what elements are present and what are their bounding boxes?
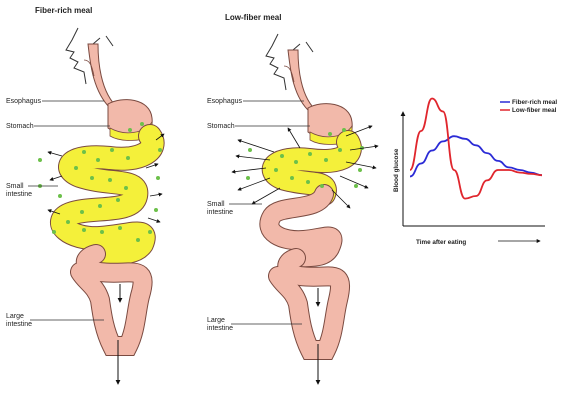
label-esophagus-left: Esophagus [6, 98, 42, 105]
label-large-intestine-1-middle: Large [207, 317, 225, 324]
legend-label-1: Low-fiber meal [512, 107, 557, 114]
esophagus-left [88, 44, 118, 108]
blood-glucose-chart: Blood glucose Time after eating Fiber-ri… [393, 99, 557, 247]
series-line-fiber-rich [410, 136, 542, 176]
label-stomach-middle: Stomach [207, 123, 235, 130]
label-small-intestine-2-left: intestine [6, 191, 32, 198]
label-large-intestine-2-middle: intestine [207, 325, 233, 332]
low-fiber-title: Low-fiber meal [225, 13, 281, 22]
label-small-intestine-1-left: Small [6, 183, 24, 190]
label-stomach-left: Stomach [6, 123, 34, 130]
esophagus-middle [288, 50, 318, 112]
low-fiber-panel: Low-fiber meal [207, 13, 378, 384]
fiber-rich-title: Fiber-rich meal [35, 6, 92, 15]
legend-label-0: Fiber-rich meal [512, 99, 557, 106]
fiber-rich-panel: Fiber-rich meal [6, 6, 164, 384]
chart-xlabel: Time after eating [416, 239, 466, 246]
label-small-intestine-1-middle: Small [207, 201, 225, 208]
label-small-intestine-2-middle: intestine [207, 209, 233, 216]
label-large-intestine-1-left: Large [6, 313, 24, 320]
label-esophagus-middle: Esophagus [207, 98, 243, 105]
label-large-intestine-2-left: intestine [6, 321, 32, 328]
chart-ylabel: Blood glucose [393, 148, 400, 192]
